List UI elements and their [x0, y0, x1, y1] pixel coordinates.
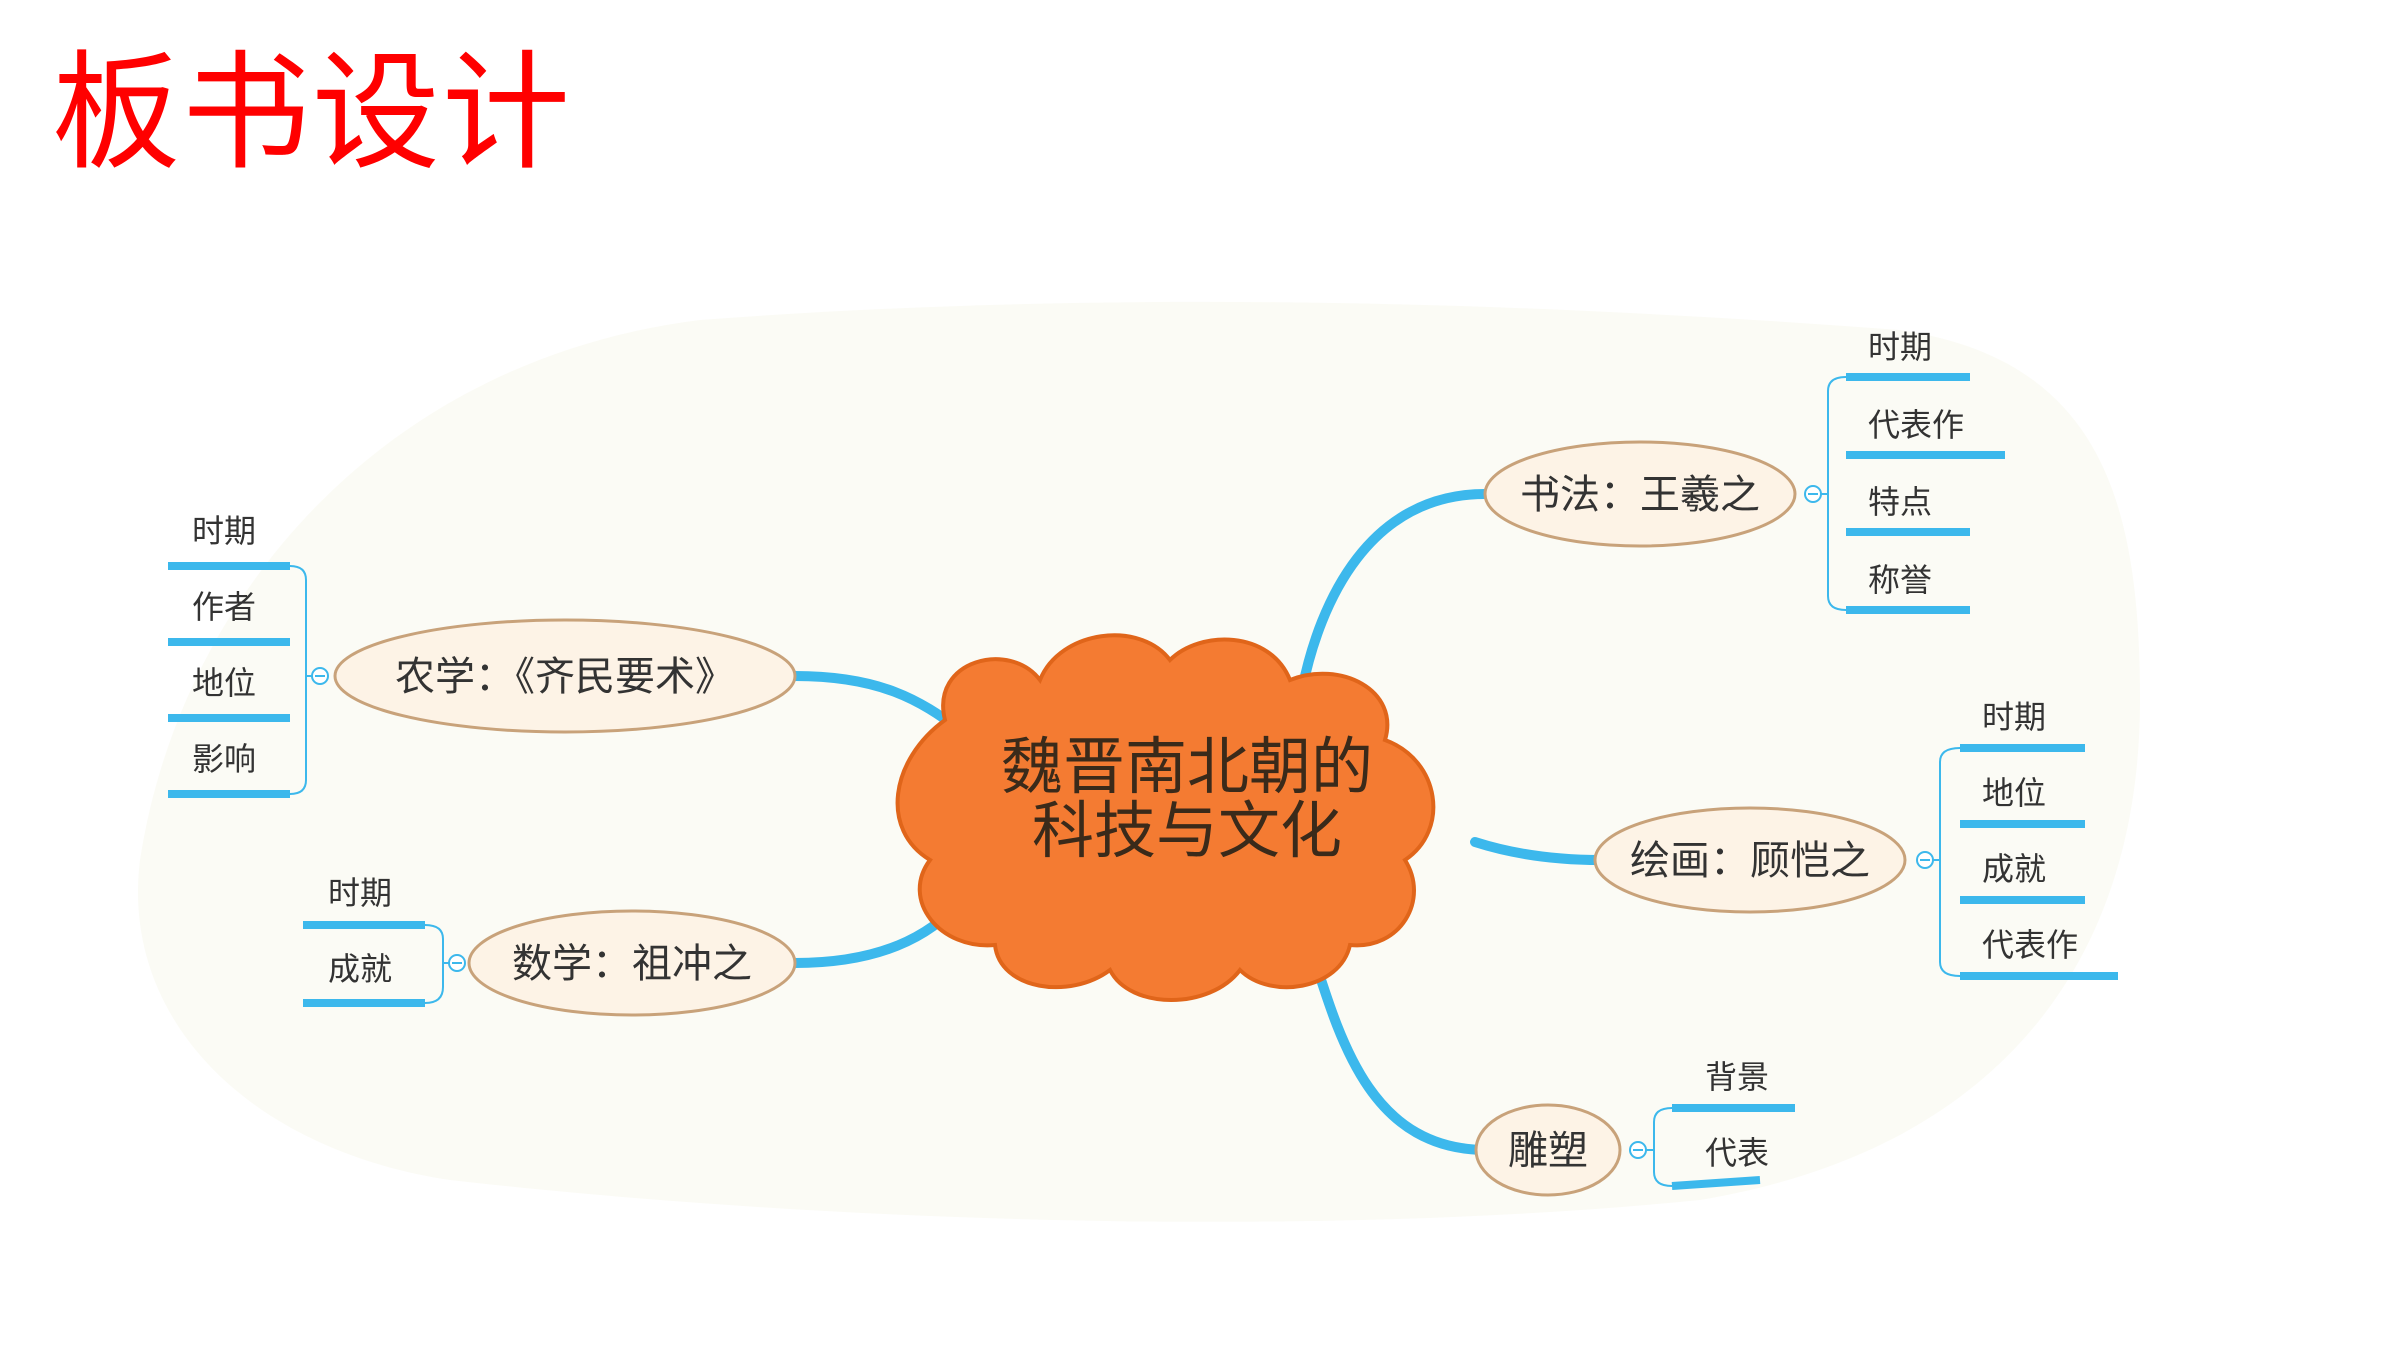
topic-node-agriculture [333, 618, 797, 734]
central-topic-line1: 魏晋南北朝的 [1001, 730, 1373, 803]
central-topic-line2: 科技与文化 [1032, 794, 1342, 867]
leaf-label-representative: 代表 [1705, 1134, 1769, 1172]
central-cloud [895, 633, 1436, 1002]
leaf-label-status: 地位 [1982, 774, 2046, 812]
branch-line-painting [1470, 837, 1605, 865]
branch-calligraphy: 书法：王羲之 时期 代表作 特点 称誉 [1483, 328, 2005, 614]
slide-title: 板书设计 [52, 39, 573, 188]
topic-node-math [467, 909, 797, 1017]
topic-node-calligraphy [1483, 440, 1797, 548]
topic-label-calligraphy: 书法：王羲之 [1520, 472, 1760, 518]
leaf-label-author: 作者 [192, 588, 256, 626]
leaf-label-influence: 影响 [192, 740, 256, 778]
bracket-agriculture [289, 565, 312, 795]
leaf-label-background: 背景 [1705, 1058, 1769, 1096]
leaf-label-period: 时期 [1982, 698, 2046, 736]
leaf-label-achievement: 成就 [328, 950, 392, 988]
bracket-painting [1933, 747, 1961, 977]
leaf-label-achievement: 成就 [1982, 850, 2046, 888]
leaf-label-status: 地位 [192, 664, 256, 702]
leaf-label-period: 时期 [192, 512, 256, 550]
topic-node-sculpture [1474, 1103, 1622, 1197]
leaf-label-features: 特点 [1868, 483, 1932, 521]
bracket-calligraphy [1821, 376, 1847, 611]
branch-sculpture: 雕塑 背景 代表 [1474, 1058, 1795, 1197]
bracket-math [424, 924, 449, 1004]
topic-label-math: 数学：祖冲之 [512, 941, 752, 987]
branch-painting: 绘画：顾恺之 时期 地位 成就 代表作 [1593, 698, 2118, 980]
leaf-label-masterpiece: 代表作 [1868, 406, 1964, 444]
central-topic: 魏晋南北朝的 科技与文化 [895, 633, 1436, 1002]
leaf-label-reputation: 称誉 [1868, 561, 1932, 599]
leaf-label-masterpiece: 代表作 [1982, 926, 2078, 964]
topic-label-agriculture: 农学：《齐民要术》 [395, 654, 735, 700]
topic-node-painting [1593, 806, 1907, 914]
leaf-label-period: 时期 [1868, 328, 1932, 366]
topic-label-sculpture: 雕塑 [1508, 1128, 1588, 1174]
branch-line-calligraphy [1297, 489, 1490, 695]
topic-label-painting: 绘画：顾恺之 [1630, 838, 1870, 884]
leaf-label-period: 时期 [328, 874, 392, 912]
branch-math: 数学：祖冲之 时期 成就 [303, 874, 797, 1017]
branch-agriculture: 农学：《齐民要术》 时期 作者 地位 影响 [168, 512, 797, 798]
leaf-underline [1671, 1176, 1761, 1190]
bracket-sculpture [1646, 1107, 1673, 1187]
branch-line-sculpture [1305, 940, 1492, 1155]
